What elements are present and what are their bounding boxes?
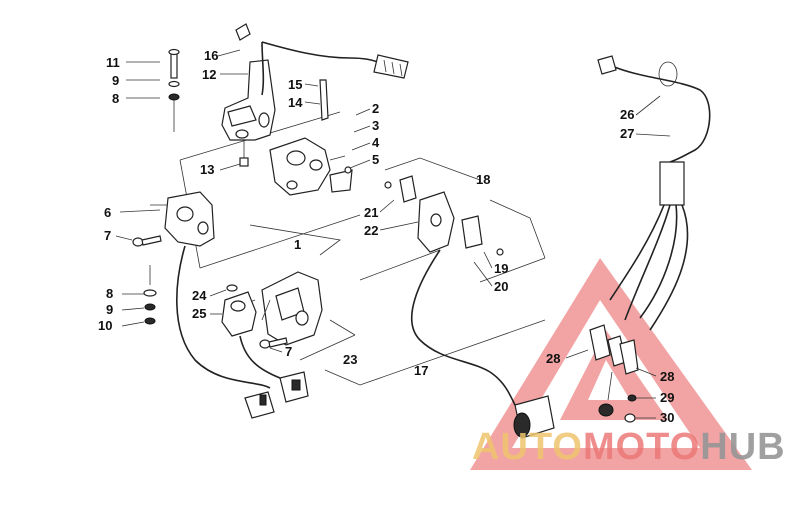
callout-26: 26 bbox=[620, 107, 634, 122]
callout-20: 20 bbox=[494, 279, 508, 294]
part-8-9-10-fastener-stack bbox=[143, 265, 157, 325]
callout-14: 14 bbox=[288, 95, 303, 110]
callout-labels: 11 9 8 16 12 15 14 13 2 3 4 5 6 7 1 18 2… bbox=[98, 48, 674, 425]
callout-27: 27 bbox=[620, 126, 634, 141]
callout-1: 1 bbox=[294, 237, 301, 252]
callout-2: 2 bbox=[372, 101, 379, 116]
callout-13: 13 bbox=[200, 162, 214, 177]
callout-18: 18 bbox=[476, 172, 490, 187]
callout-7-lower: 7 bbox=[285, 344, 292, 359]
callout-6: 6 bbox=[104, 205, 111, 220]
part-22-mount-bracket bbox=[384, 175, 504, 256]
callout-28-left: 28 bbox=[546, 351, 560, 366]
lower-left-cable bbox=[176, 245, 275, 419]
callout-9-lower: 9 bbox=[106, 302, 113, 317]
callout-3: 3 bbox=[372, 118, 379, 133]
callout-24: 24 bbox=[192, 288, 207, 303]
part-2-ignition-switch bbox=[269, 137, 353, 196]
watermark-part-auto: AUTO bbox=[472, 426, 583, 468]
callout-11: 11 bbox=[106, 55, 120, 70]
part-27-main-harness bbox=[589, 55, 711, 423]
callout-28-right: 28 bbox=[660, 369, 674, 384]
part-7-screw-upper bbox=[132, 235, 162, 247]
watermark-wordmark: AUTOMOTOHUB bbox=[472, 428, 786, 466]
callout-22: 22 bbox=[364, 223, 378, 238]
callout-29: 29 bbox=[660, 390, 674, 405]
callout-16: 16 bbox=[204, 48, 218, 63]
part-14-clip bbox=[319, 79, 329, 121]
part-12-bracket bbox=[221, 59, 276, 167]
callout-30: 30 bbox=[660, 410, 674, 425]
callout-10: 10 bbox=[98, 318, 112, 333]
callout-8-lower: 8 bbox=[106, 286, 113, 301]
watermark-triangle-icon bbox=[470, 258, 752, 470]
callout-4: 4 bbox=[372, 135, 380, 150]
callout-19: 19 bbox=[494, 261, 508, 276]
callout-23: 23 bbox=[343, 352, 357, 367]
callout-5: 5 bbox=[372, 152, 379, 167]
callout-8-upper: 8 bbox=[112, 91, 119, 106]
callout-9-upper: 9 bbox=[112, 73, 119, 88]
callout-25: 25 bbox=[192, 306, 206, 321]
callout-12: 12 bbox=[202, 67, 216, 82]
callout-15: 15 bbox=[288, 77, 302, 92]
part-6-housing bbox=[150, 191, 215, 247]
part-17-cable bbox=[410, 249, 555, 439]
assembly-frame-18 bbox=[324, 157, 546, 386]
part-25-sensor bbox=[221, 284, 309, 403]
leader-lines bbox=[115, 49, 671, 419]
upper-harness-cable bbox=[261, 41, 409, 96]
part-16-fuse bbox=[235, 23, 251, 41]
watermark-part-hub: HUB bbox=[700, 426, 786, 468]
part-11-bolt bbox=[168, 48, 180, 132]
callout-7-upper: 7 bbox=[104, 228, 111, 243]
callout-17: 17 bbox=[414, 363, 428, 378]
watermark-part-moto: MOTO bbox=[582, 426, 701, 468]
part-23-module bbox=[261, 271, 323, 346]
part-7-screw-lower bbox=[259, 337, 288, 349]
callout-21: 21 bbox=[364, 205, 378, 220]
